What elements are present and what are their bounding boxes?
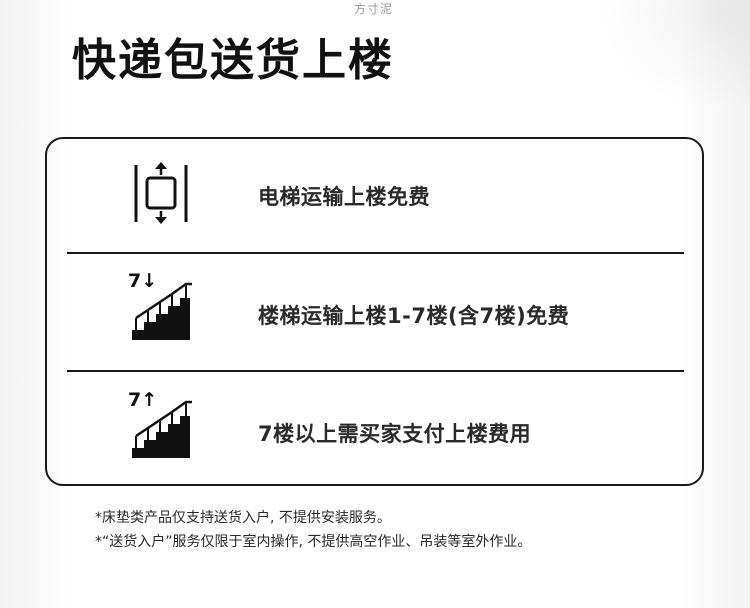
row-divider (67, 370, 684, 372)
delivery-info-card (45, 137, 704, 486)
floor-label: 7↑ (128, 389, 158, 411)
stairs-paid-text: 7楼以上需买家支付上楼费用 (258, 422, 532, 446)
floor-label: 7↓ (128, 270, 158, 292)
page-title: 快递包送货上楼 (72, 35, 394, 86)
elevator-icon (134, 162, 188, 224)
stairs-free-text: 楼梯运输上楼1-7楼(含7楼)免费 (258, 304, 570, 328)
row-divider (67, 252, 684, 254)
elevator-delivery-text: 电梯运输上楼免费 (258, 185, 430, 209)
watermark-text: 方寸泥 (354, 2, 394, 16)
footnotes: *床垫类产品仅支持送货入户, 不提供安装服务。 *“送货入户”服务仅限于室内操作… (95, 506, 531, 554)
footnote-indoor-service: *“送货入户”服务仅限于室内操作, 不提供高空作业、吊装等室外作业。 (95, 534, 532, 550)
footnote-mattress: *床垫类产品仅支持送货入户, 不提供安装服务。 (95, 510, 391, 526)
